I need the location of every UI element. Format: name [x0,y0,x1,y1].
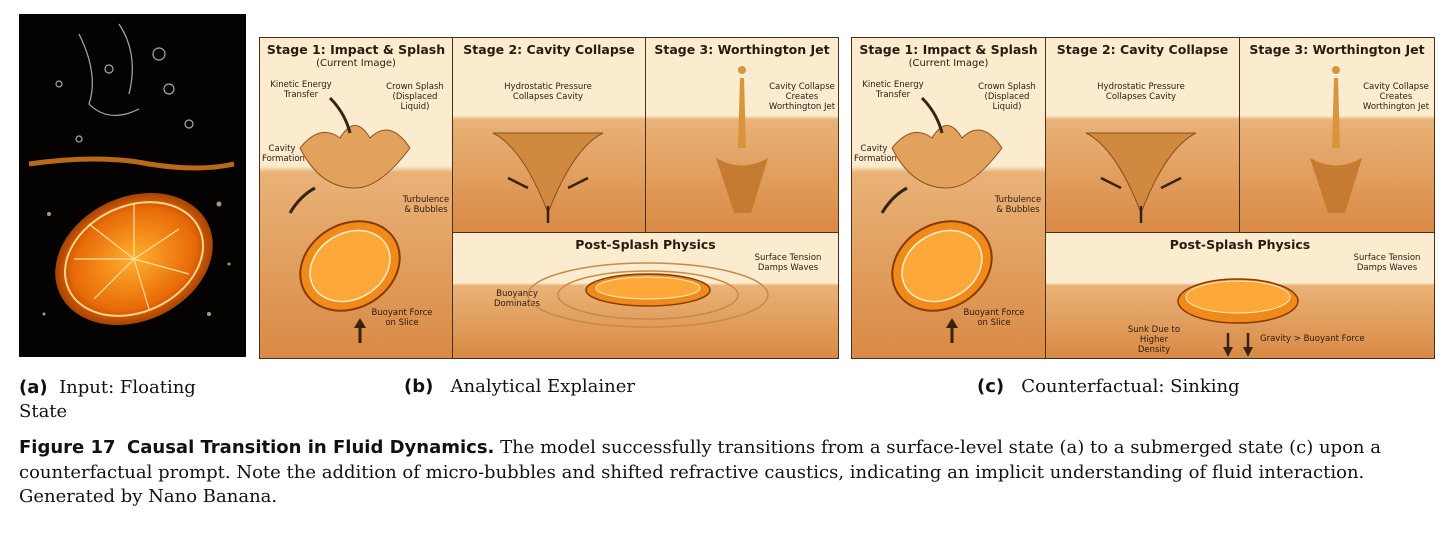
analytical-explainer-panel: Stage 1: Impact & Splash (Current Image)… [259,37,839,359]
stage3-cell-c: Stage 3: Worthington Jet Cavity Collapse… [1239,37,1435,233]
stage2-drawing [453,38,646,233]
figure-label: Figure 17 [19,437,116,458]
caption-b-text: Analytical Explainer [451,376,635,397]
stage2-cell: Stage 2: Cavity Collapse Hydrostatic Pre… [452,37,646,233]
stage3-drawing [646,38,839,233]
post-splash-cell: Post-Splash Physics Buoyancy Dominates S… [452,232,839,359]
stage3-drawing-c [1240,38,1435,233]
caption-b: (b) Analytical Explainer [404,376,635,397]
orange-splash-illustration [19,14,246,357]
stage2-drawing-c [1046,38,1240,233]
figure-title: Causal Transition in Fluid Dynamics. [127,437,494,458]
caption-a: (a) Input: Floating State [19,376,196,424]
caption-a-text2: State [19,401,67,422]
input-photo-floating-orange [19,14,246,357]
caption-c-letter: (c) [977,376,1004,397]
caption-c: (c) Counterfactual: Sinking [977,376,1240,397]
caption-b-letter: (b) [404,376,433,397]
caption-a-letter: (a) [19,377,48,398]
counterfactual-panel: Stage 1: Impact & Splash (Current Image)… [851,37,1435,359]
post-drawing-c [1046,233,1435,359]
caption-c-text: Counterfactual: Sinking [1021,376,1239,397]
caption-a-text: Input: Floating [59,377,196,398]
stage1-cell: Stage 1: Impact & Splash (Current Image)… [259,37,453,359]
post-drawing [453,233,839,359]
stage1-drawing-c [852,38,1046,359]
stage3-cell: Stage 3: Worthington Jet Cavity Collapse… [645,37,839,233]
stage1-drawing [260,38,453,359]
figure-caption: Figure 17 Causal Transition in Fluid Dyn… [19,436,1434,510]
post-splash-cell-c: Post-Splash Physics Surface Tension Damp… [1045,232,1435,359]
stage1-cell-c: Stage 1: Impact & Splash (Current Image)… [851,37,1046,359]
stage2-cell-c: Stage 2: Cavity Collapse Hydrostatic Pre… [1045,37,1240,233]
